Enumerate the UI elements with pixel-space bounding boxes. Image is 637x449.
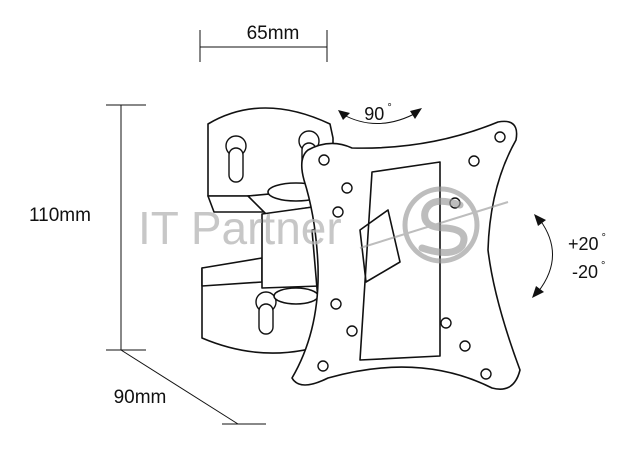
watermark-logo-icon (359, 186, 509, 264)
swivel-rotation-arrow (338, 108, 422, 124)
mount-hole (480, 368, 492, 380)
tilt-rotation-arrow (532, 214, 553, 298)
tilt-up-angle-label: +20° (568, 232, 606, 254)
mount-hole (318, 154, 330, 166)
mount-hole (494, 131, 506, 143)
dimension-depth-line (120, 349, 266, 425)
watermark-brand-text: IT Partner (138, 202, 342, 254)
depth-dimension-label: 90mm (114, 387, 167, 408)
dimension-width-line (199, 30, 328, 62)
mount-hole (459, 340, 471, 352)
tilt-down-angle-label: -20° (572, 260, 605, 282)
vesa-plate (291, 120, 521, 390)
keyhole-slot (225, 135, 247, 183)
width-dimension-label: 65mm (247, 23, 300, 44)
swivel-angle-label: 90° (364, 102, 391, 124)
mount-hole (440, 317, 452, 329)
mount-hole (330, 298, 342, 310)
mount-hole (341, 182, 353, 194)
mount-hole (317, 360, 329, 372)
height-dimension-label: 110mm (29, 205, 91, 226)
mount-hole (332, 206, 344, 218)
mount-hole (346, 325, 358, 337)
mount-hole (468, 155, 480, 167)
keyhole-slot (255, 291, 277, 335)
dimension-height-line (106, 104, 146, 351)
